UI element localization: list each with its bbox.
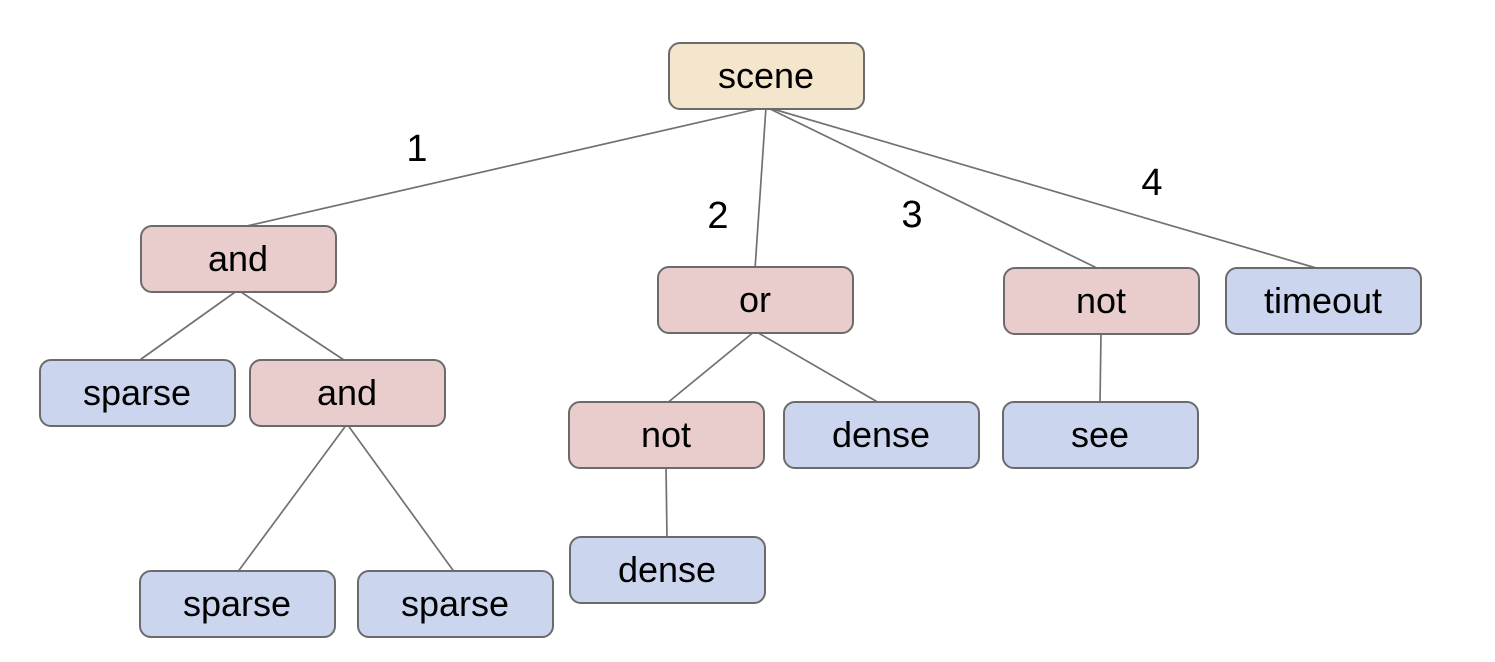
tree-node-see1: see <box>1001 401 1199 469</box>
tree-node-sparse3: sparse <box>356 570 554 638</box>
tree-node-or1: or <box>656 266 854 334</box>
tree-node-and1: and <box>139 225 337 293</box>
tree-node-not1: not <box>1002 267 1200 335</box>
tree-node-dense1: dense <box>782 401 980 469</box>
tree-node-scene: scene <box>667 42 865 110</box>
tree-node-sparse1: sparse <box>38 359 236 427</box>
tree-node-not2: not <box>567 401 765 469</box>
tree-node-timeout1: timeout <box>1224 267 1422 335</box>
tree-node-dense2: dense <box>568 536 766 604</box>
tree-node-and2: and <box>248 359 446 427</box>
tree-node-sparse2: sparse <box>138 570 336 638</box>
